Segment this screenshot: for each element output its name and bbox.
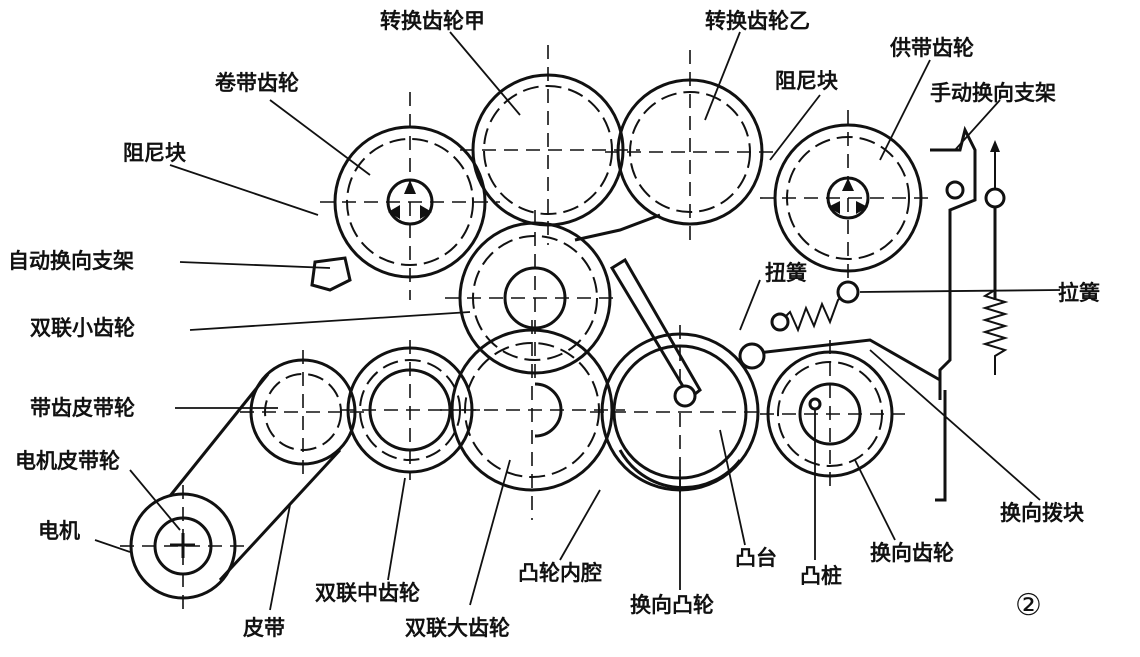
double-middle-gear (340, 340, 480, 480)
label-reverse-gear: 换向齿轮 (870, 541, 954, 565)
label-auto-reverse-bracket: 自动换向支架 (8, 249, 134, 273)
double-small-gear (445, 210, 620, 385)
label-damper-right: 阻尼块 (775, 69, 839, 93)
label-motor-pulley: 电机皮带轮 (15, 449, 120, 473)
label-reverse-lever: 换向拨块 (1000, 501, 1085, 525)
label-motor: 电机 (38, 519, 80, 543)
double-big-gear (440, 320, 625, 520)
label-double-big-gear: 双联大齿轮 (405, 616, 510, 640)
figure-number: ② (1015, 588, 1042, 623)
label-takeup-gear: 卷带齿轮 (215, 71, 299, 95)
label-reverse-cam: 换向凸轮 (630, 593, 714, 617)
leader-lines (94, 31, 1061, 611)
torsion-spring (770, 280, 860, 333)
label-double-mid-gear: 双联中齿轮 (315, 581, 420, 605)
supply-gear (760, 110, 935, 285)
label-double-small-gear: 双联小齿轮 (30, 316, 135, 340)
label-supply-gear: 供带齿轮 (889, 36, 974, 60)
label-toothed-pulley: 带齿皮带轮 (30, 396, 135, 420)
motor-pulley (120, 485, 250, 610)
label-pin: 凸桩 (800, 564, 842, 588)
label-boss: 凸台 (735, 546, 777, 570)
reverse-lever (738, 338, 941, 382)
label-damper-left: 阻尼块 (123, 141, 187, 165)
tension-spring (981, 289, 1009, 375)
conversion-gear-a (460, 45, 640, 245)
label-cam-cavity: 凸轮内腔 (518, 561, 602, 585)
reverse-gear (760, 340, 905, 490)
label-torsion-spring: 扭簧 (765, 261, 807, 285)
conversion-gear-b (605, 50, 775, 245)
belt (168, 373, 342, 582)
label-tension-spring: 拉簧 (1058, 281, 1100, 305)
label-conversion-gear-b: 转换齿轮乙 (705, 9, 810, 33)
takeup-gear (320, 92, 500, 300)
link-arm (574, 213, 702, 408)
label-manual-reverse-bracket: 手动换向支架 (930, 81, 1056, 105)
auto-reverse-bracket (310, 256, 352, 292)
toothed-pulley (240, 350, 370, 475)
manual-reverse-bracket (930, 125, 1006, 502)
label-belt: 皮带 (243, 616, 285, 640)
label-conversion-gear-a: 转换齿轮甲 (380, 9, 485, 33)
